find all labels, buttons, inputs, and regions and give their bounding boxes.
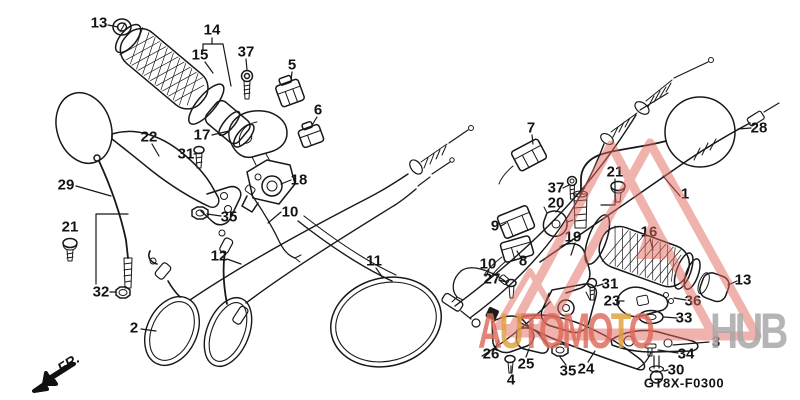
part-label-26: 26 — [482, 345, 500, 363]
left-nut-32 — [115, 286, 131, 299]
part-label-10: 10 — [479, 255, 497, 273]
part-label-30: 30 — [667, 361, 685, 379]
left-mirror — [55, 92, 133, 289]
left-screw-21 — [62, 237, 78, 262]
part-label-34: 34 — [677, 345, 695, 363]
switch-5 — [275, 74, 305, 108]
part-label-36: 36 — [684, 292, 702, 310]
cable-12 — [203, 157, 455, 367]
part-label-3: 3 — [711, 333, 721, 351]
left-nut-35 — [191, 206, 209, 220]
cable-2 — [144, 125, 474, 366]
part-label-20: 20 — [547, 194, 565, 212]
housing-cap-17 — [228, 110, 288, 166]
cable-11 — [297, 215, 481, 368]
part-label-4: 4 — [506, 371, 516, 389]
part-label-21: 21 — [606, 163, 624, 181]
part-label-19: 19 — [564, 228, 582, 246]
part-label-10: 10 — [281, 203, 299, 221]
diagram-code: GT8X-F0300 — [643, 375, 725, 391]
part-label-12: 12 — [210, 247, 228, 265]
part-label-6: 6 — [313, 101, 323, 119]
part-label-23: 23 — [603, 292, 621, 310]
part-label-13: 13 — [734, 271, 752, 289]
part-label-32: 32 — [92, 283, 110, 301]
ball-stud-30 — [648, 355, 665, 384]
part-label-37: 37 — [237, 43, 255, 61]
part-label-37: 37 — [547, 179, 565, 197]
part-label-9: 9 — [490, 217, 500, 235]
part-label-8: 8 — [518, 252, 528, 270]
part-label-31: 31 — [601, 275, 619, 293]
part-label-27: 27 — [483, 270, 501, 288]
housing-bracket-18 — [241, 159, 296, 213]
part-label-17: 17 — [193, 126, 211, 144]
part-label-33: 33 — [675, 309, 693, 327]
part-label-5: 5 — [287, 56, 297, 74]
part-label-31: 31 — [177, 145, 195, 163]
part-label-7: 7 — [526, 119, 536, 137]
right-nut-35 — [551, 343, 569, 357]
left-wire-10 — [244, 184, 302, 263]
left-lever-22 — [111, 130, 242, 226]
left-grip-cap — [112, 18, 132, 36]
part-label-1: 1 — [680, 185, 690, 203]
part-label-13: 13 — [90, 14, 108, 32]
part-label-15: 15 — [191, 46, 209, 64]
part-label-2: 2 — [129, 319, 139, 337]
part-label-35: 35 — [220, 208, 238, 226]
left-grip — [114, 23, 255, 148]
part-label-11: 11 — [366, 252, 382, 270]
switch-6 — [297, 120, 325, 149]
part-label-18: 18 — [290, 171, 308, 189]
part-label-21: 21 — [61, 218, 79, 236]
part-label-25: 25 — [517, 355, 535, 373]
fr-arrow-icon — [32, 362, 76, 393]
part-label-28: 28 — [750, 119, 768, 137]
part-label-22: 22 — [140, 128, 158, 146]
part-label-29: 29 — [57, 176, 75, 194]
part-label-35: 35 — [559, 362, 577, 380]
part-label-16: 16 — [640, 223, 658, 241]
part-label-24: 24 — [577, 360, 595, 378]
part-label-14: 14 — [203, 21, 221, 39]
